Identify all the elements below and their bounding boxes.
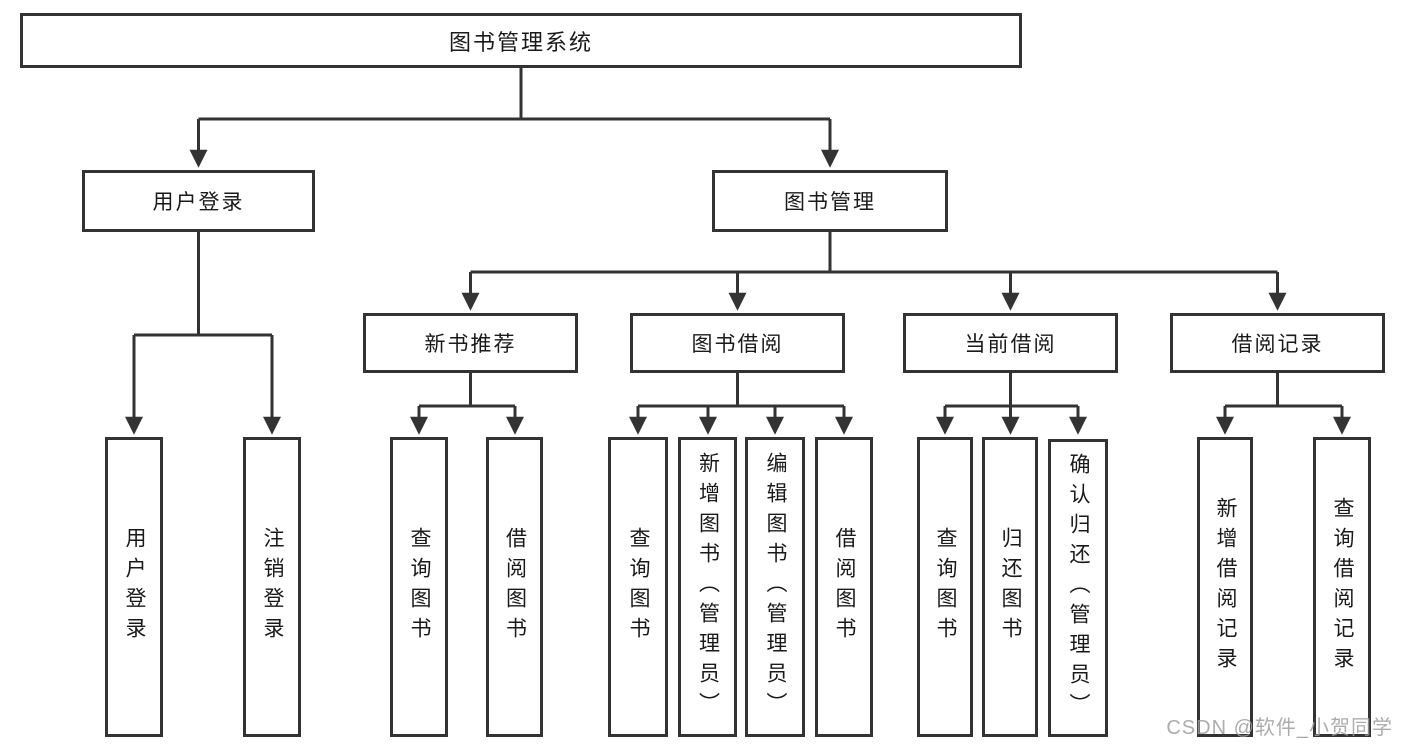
node-borrow-records: 借阅记录 — [1170, 313, 1385, 373]
leaf-records-add-borrow-record: 新增借阅记录 — [1197, 437, 1253, 737]
node-new-book-recommend: 新书推荐 — [363, 313, 578, 373]
leaf-newbook-query-books-label: 查询图书 — [408, 527, 431, 647]
leaf-borrow-query-books: 查询图书 — [608, 437, 668, 737]
leaf-logout-login-label: 注销登录 — [261, 527, 284, 647]
leaf-borrow-add-books-admin: 新增图书（管理员） — [678, 437, 737, 737]
node-library-management-system: 图书管理系统 — [20, 13, 1022, 68]
leaf-user-login-label: 用户登录 — [123, 527, 146, 647]
leaf-borrow-add-books-admin-label: 新增图书（管理员） — [696, 452, 720, 722]
leaf-records-add-borrow-record-label: 新增借阅记录 — [1214, 497, 1237, 677]
leaf-newbook-borrow-books: 借阅图书 — [486, 437, 543, 737]
leaf-current-return-books: 归还图书 — [982, 437, 1038, 737]
leaf-records-query-borrow-record-label: 查询借阅记录 — [1331, 497, 1354, 677]
leaf-newbook-query-books: 查询图书 — [390, 437, 448, 737]
leaf-logout-login: 注销登录 — [243, 437, 301, 737]
node-current-borrow: 当前借阅 — [903, 313, 1118, 373]
leaf-newbook-borrow-books-label: 借阅图书 — [503, 527, 527, 647]
node-book-management: 图书管理 — [712, 170, 948, 232]
leaf-current-query-books-label: 查询图书 — [934, 527, 957, 647]
csdn-watermark: CSDN @软件_小贺同学 — [1166, 717, 1393, 739]
node-book-borrow: 图书借阅 — [630, 313, 845, 373]
node-user-login: 用户登录 — [82, 170, 315, 232]
leaf-borrow-edit-books-admin-label: 编辑图书（管理员） — [764, 452, 787, 722]
leaf-current-return-books-label: 归还图书 — [999, 527, 1022, 647]
leaf-borrow-borrow-books-label: 借阅图书 — [833, 527, 856, 647]
leaf-borrow-query-books-label: 查询图书 — [627, 527, 650, 647]
leaf-borrow-edit-books-admin: 编辑图书（管理员） — [745, 437, 805, 737]
leaf-current-query-books: 查询图书 — [917, 437, 973, 737]
leaf-user-login: 用户登录 — [105, 437, 163, 737]
leaf-current-confirm-return-admin-label: 确认归还（管理员） — [1067, 453, 1090, 723]
leaf-records-query-borrow-record: 查询借阅记录 — [1313, 437, 1371, 737]
leaf-borrow-borrow-books: 借阅图书 — [815, 437, 873, 737]
leaf-current-confirm-return-admin: 确认归还（管理员） — [1048, 439, 1108, 737]
